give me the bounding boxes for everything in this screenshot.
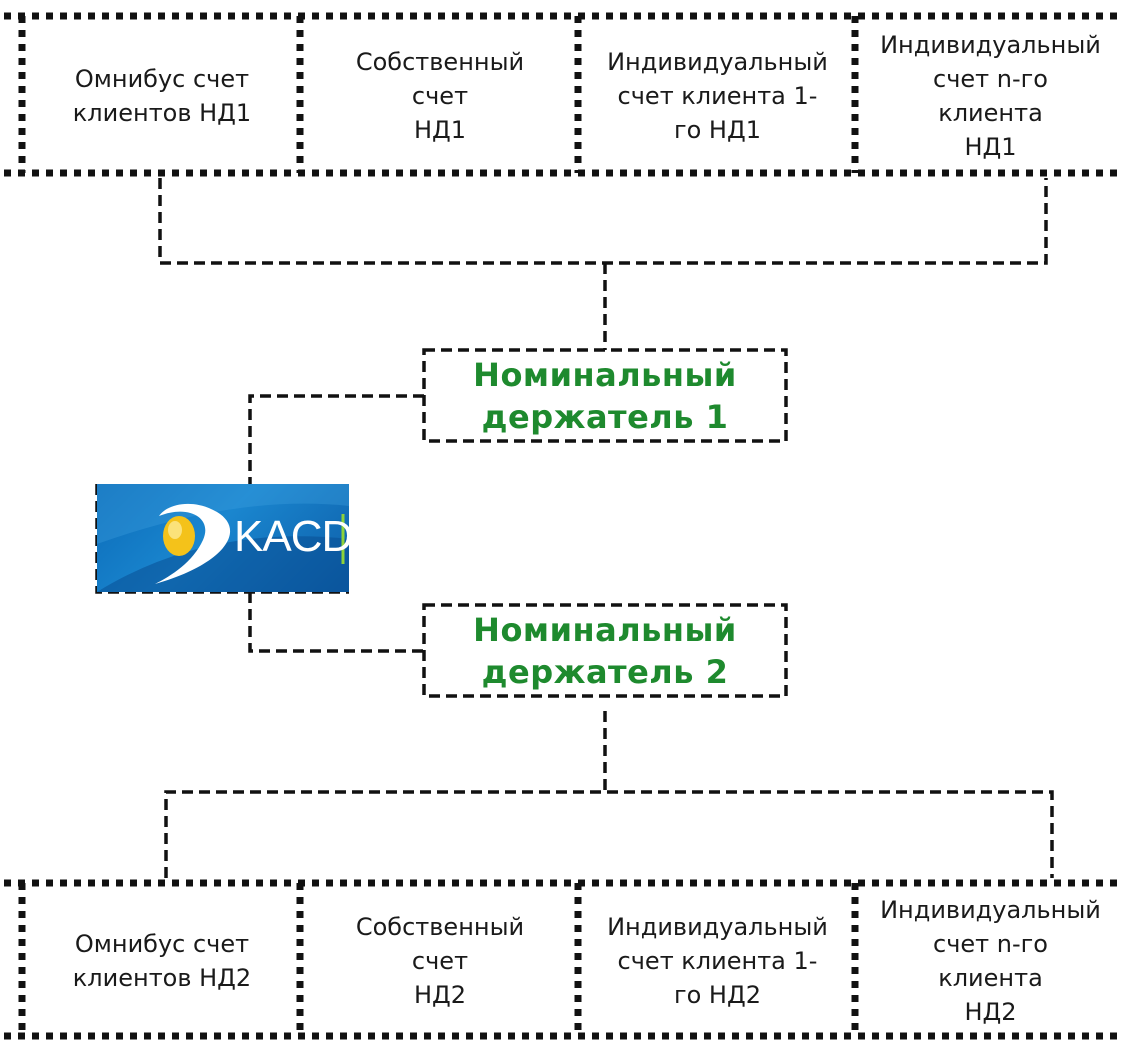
top-account-own: Собственный счет НД1 [355, 47, 525, 144]
nominal-holder-1: Номинальный держатель 1 [473, 355, 737, 436]
holder-2-border [422, 603, 788, 698]
logo-holder-2-connector [248, 592, 424, 653]
bottom-row-border [4, 879, 1120, 1040]
top-account-omnibus: Омнибус счет клиентов НД1 [72, 64, 252, 127]
kacd-logo-text: KACD [234, 512, 349, 561]
bottom-account-client-n: Индивидуальный счет n-го клиента НД2 [880, 896, 1101, 1026]
top-account-client-1: Индивидуальный счет клиента 1- го НД1 [607, 47, 828, 144]
bottom-account-omnibus: Омнибус счет клиентов НД2 [72, 930, 252, 992]
holder-1-logo-connector [248, 394, 424, 484]
bottom-account-client-1: Индивидуальный счет клиента 1- го НД2 [607, 913, 828, 1009]
bottom-account-own: Собственный счет НД2 [355, 913, 525, 1009]
bottom-bracket-connector [164, 790, 1054, 878]
kacd-logo-icon [97, 484, 349, 592]
top-account-client-n: Индивидуальный счет n-го клиента НД1 [880, 30, 1101, 161]
kacd-logo: KACD [97, 484, 349, 592]
nominal-holder-2: Номинальный держатель 2 [473, 610, 737, 691]
top-bracket-connector [158, 178, 1048, 265]
top-row-border [4, 12, 1120, 177]
